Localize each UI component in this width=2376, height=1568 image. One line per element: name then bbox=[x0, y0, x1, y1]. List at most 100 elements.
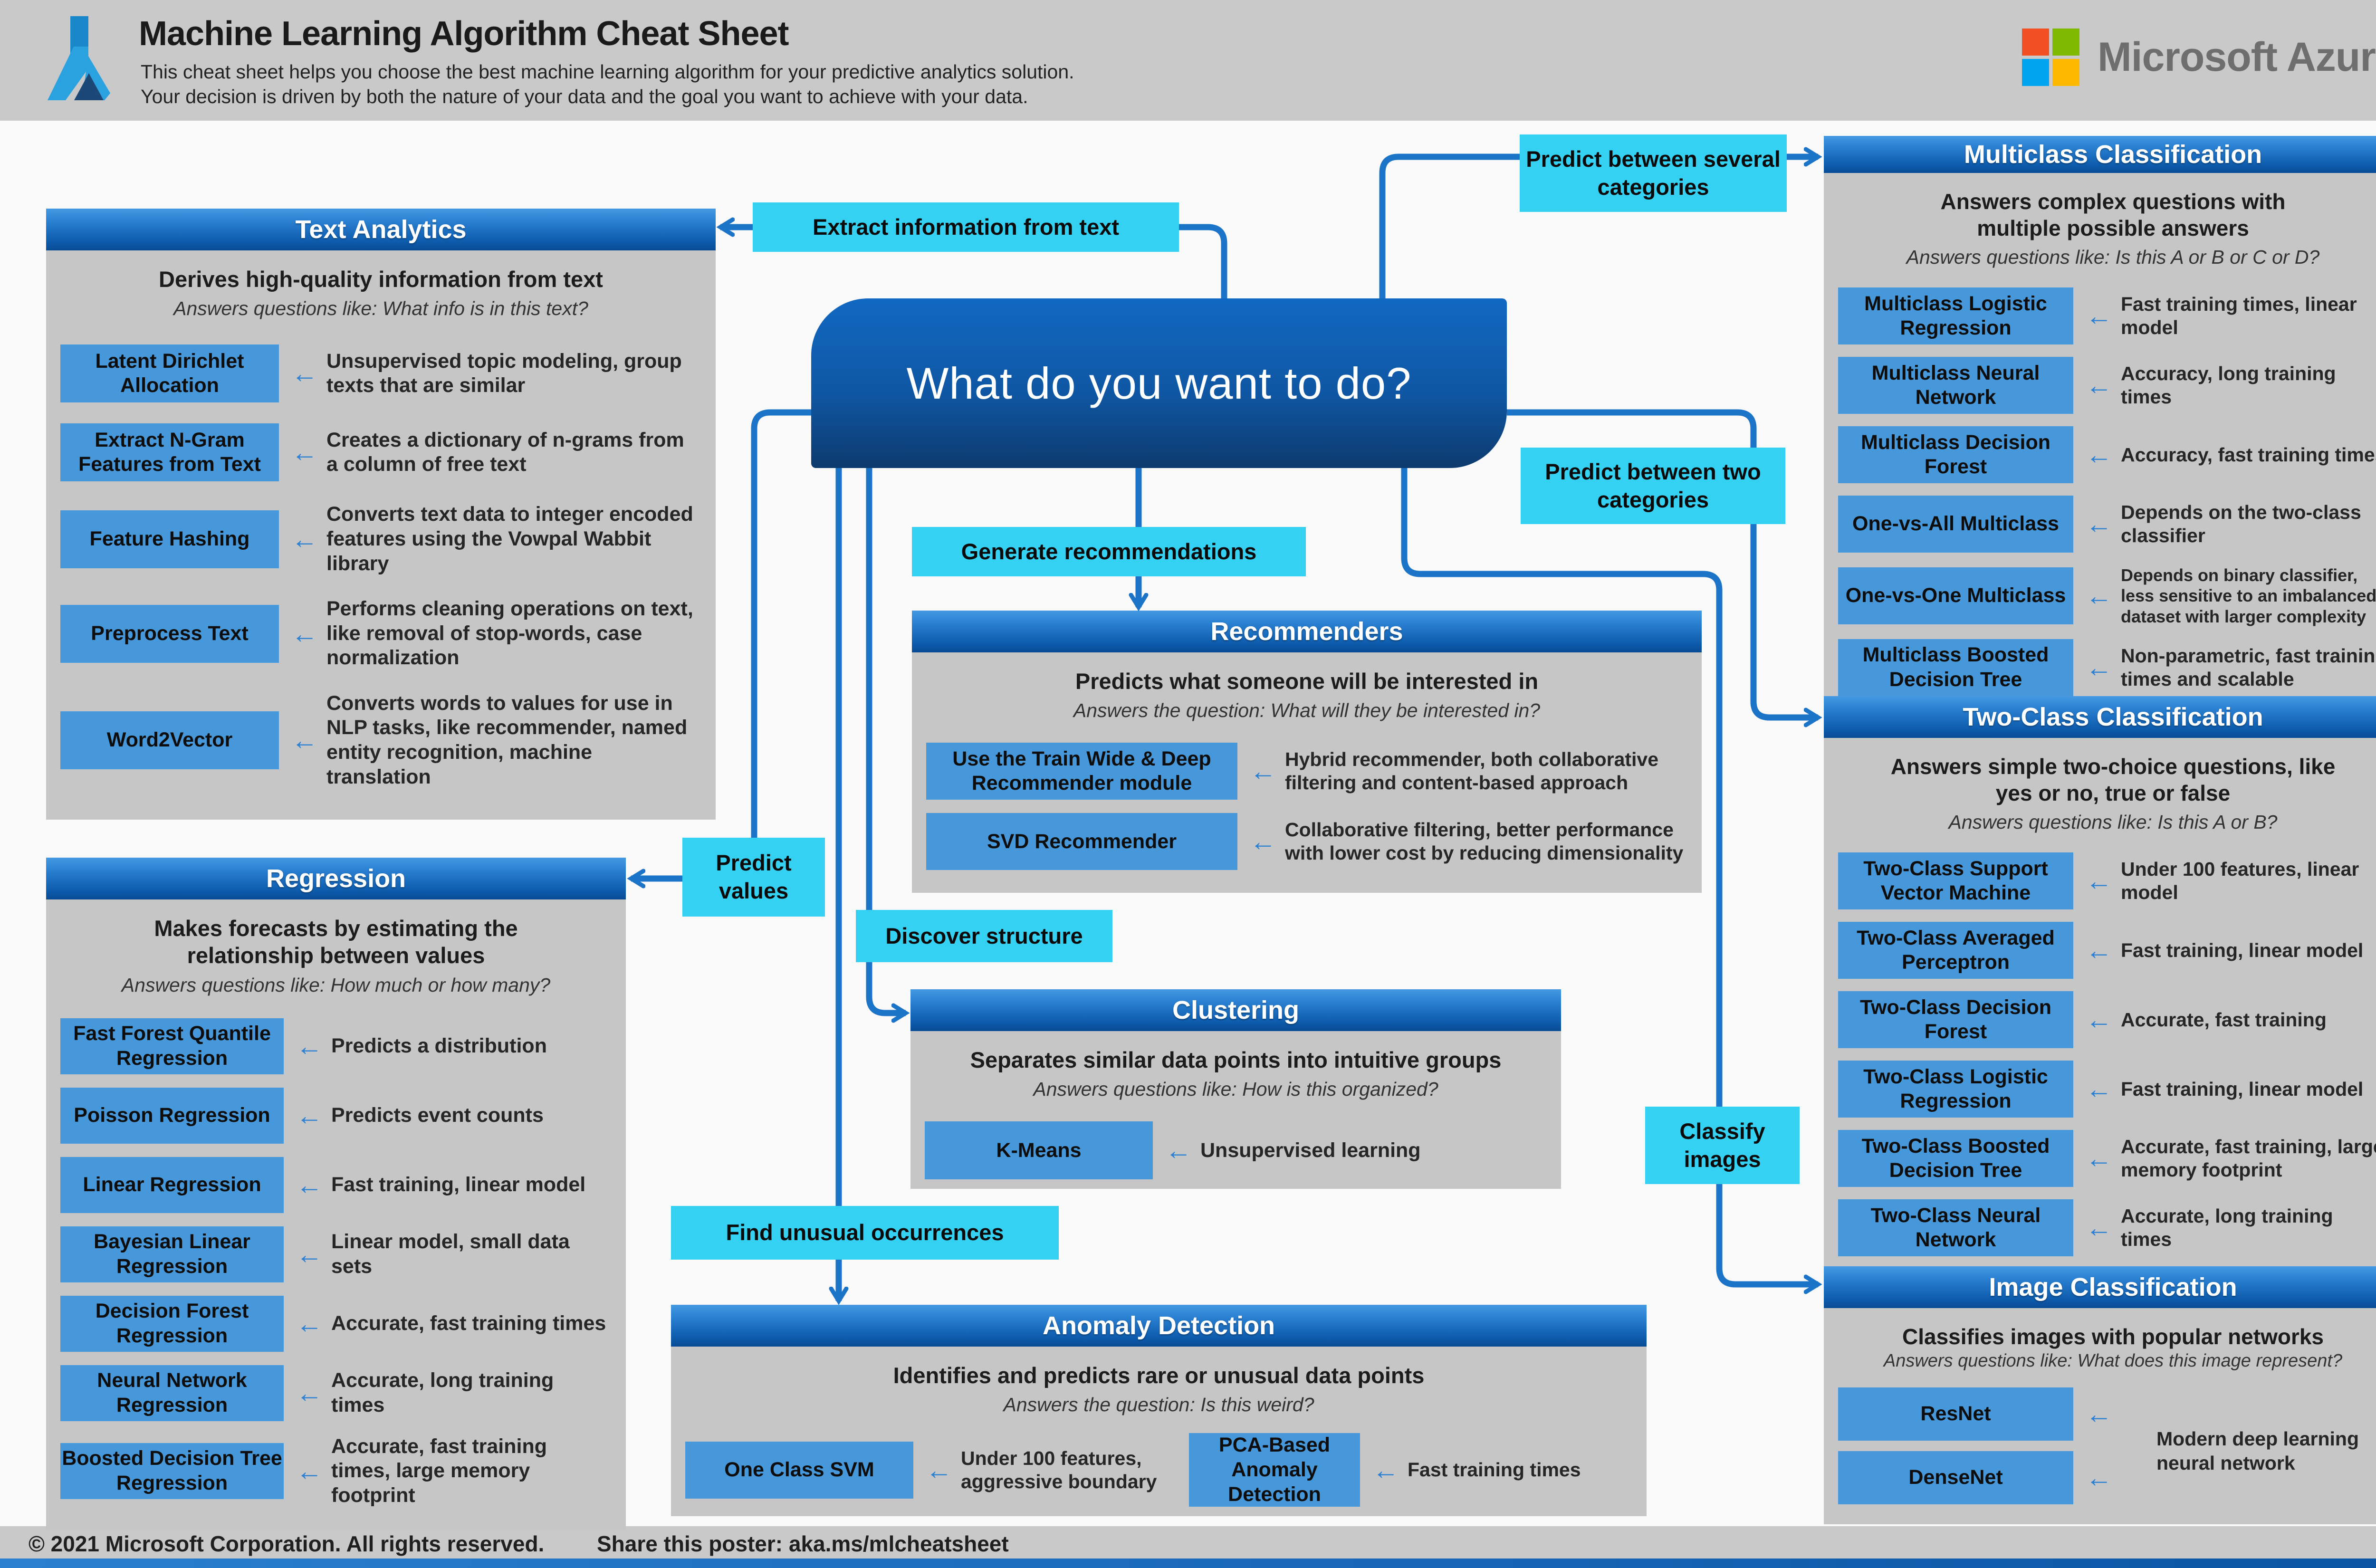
left-arrow-icon: ← bbox=[2086, 1143, 2112, 1174]
chip-one-vs-one-multiclass[interactable]: One-vs-One Multiclass bbox=[1838, 567, 2073, 624]
left-arrow-icon: ← bbox=[2086, 1074, 2112, 1104]
panel-question: Answers questions like: How much or how … bbox=[121, 974, 551, 996]
chip-poisson-regression[interactable]: Poisson Regression bbox=[60, 1087, 284, 1144]
chip-pca-based-anomaly-detection[interactable]: PCA-Based Anomaly Detection bbox=[1189, 1433, 1360, 1507]
algorithm-row: Two-Class Decision Forest ← Accurate, fa… bbox=[1838, 991, 2376, 1049]
chip-two-class-logistic-regression[interactable]: Two-Class Logistic Regression bbox=[1838, 1061, 2073, 1118]
chip-boosted-decision-tree-regression[interactable]: Boosted Decision Tree Regression bbox=[60, 1443, 284, 1500]
algorithm-desc: Collaborative filtering, better performa… bbox=[1285, 819, 1684, 864]
algorithm-desc: Fast training, linear model bbox=[2121, 1078, 2364, 1100]
chip-fast-forest-quantile-regression[interactable]: Fast Forest Quantile Regression bbox=[60, 1018, 284, 1074]
chip-k-means[interactable]: K-Means bbox=[925, 1121, 1153, 1180]
algorithm-desc: Accurate, fast training times bbox=[331, 1311, 606, 1335]
decision-label-predict-between-two-categories[interactable]: Predict between two categories bbox=[1521, 448, 1785, 524]
header-bar: Machine Learning Algorithm Cheat Sheet T… bbox=[0, 0, 2376, 121]
algorithm-row: Extract N-Gram Features from Text ← Crea… bbox=[60, 423, 701, 482]
algorithm-row: Two-Class Logistic Regression ← Fast tra… bbox=[1838, 1061, 2376, 1118]
panel-question: Answers questions like: Is this A or B? bbox=[1948, 811, 2278, 833]
chip-multiclass-decision-forest[interactable]: Multiclass Decision Forest bbox=[1838, 426, 2073, 484]
algorithm-desc: Predicts event counts bbox=[331, 1103, 544, 1127]
decision-label-discover-structure[interactable]: Discover structure bbox=[856, 910, 1112, 962]
left-arrow-icon: ← bbox=[291, 437, 318, 468]
panel-heading: Answers simple two-choice questions, lik… bbox=[1890, 754, 2336, 806]
algorithm-desc: Depends on the two-class classifier bbox=[2121, 501, 2361, 547]
panel-question: Answers the question: What will they be … bbox=[1073, 699, 1541, 722]
panel-question: Answers the question: Is this weird? bbox=[1003, 1394, 1314, 1416]
panel-heading: Answers complex questions with multiple … bbox=[1940, 189, 2286, 241]
chip-preprocess-text[interactable]: Preprocess Text bbox=[60, 604, 279, 663]
chip-neural-network-regression[interactable]: Neural Network Regression bbox=[60, 1365, 284, 1421]
left-arrow-icon: ← bbox=[1165, 1135, 1192, 1166]
algorithm-desc: Fast training times bbox=[1408, 1459, 1581, 1481]
chip-two-class-neural-network[interactable]: Two-Class Neural Network bbox=[1838, 1199, 2073, 1257]
algorithm-desc: Accurate, fast training times, large mem… bbox=[331, 1434, 547, 1507]
algorithm-row: Fast Forest Quantile Regression ← Predic… bbox=[60, 1018, 612, 1074]
panel-title-anomaly-detection: Anomaly Detection bbox=[671, 1305, 1647, 1347]
chip-svd-recommender[interactable]: SVD Recommender bbox=[926, 813, 1237, 870]
algorithm-desc: Under 100 features, linear model bbox=[2121, 858, 2359, 904]
chip-feature-hashing[interactable]: Feature Hashing bbox=[60, 510, 279, 568]
chip-latent-dirichlet-allocation[interactable]: Latent Dirichlet Allocation bbox=[60, 344, 279, 403]
decision-label-predict-between-several-categories[interactable]: Predict between several categories bbox=[1520, 134, 1787, 212]
footer-bar: © 2021 Microsoft Corporation. All rights… bbox=[0, 1526, 2376, 1558]
panel-heading: Classifies images with popular networks bbox=[1902, 1324, 2324, 1349]
algorithm-row: ResNet ← bbox=[1838, 1387, 2376, 1441]
decision-label-generate-recommendations[interactable]: Generate recommendations bbox=[912, 527, 1306, 576]
left-arrow-icon: ← bbox=[296, 1031, 323, 1061]
chip-train-wide-and-deep-recommender[interactable]: Use the Train Wide & Deep Recommender mo… bbox=[926, 743, 1237, 800]
chip-one-vs-all-multiclass[interactable]: One-vs-All Multiclass bbox=[1838, 496, 2073, 553]
algorithm-row: Word2Vector ← Converts words to values f… bbox=[60, 691, 701, 789]
panel-question: Answers questions like: What does this i… bbox=[1883, 1351, 2343, 1371]
panel-title-image-classification: Image Classification bbox=[1824, 1266, 2376, 1308]
algorithm-row: SVD Recommender ← Collaborative filterin… bbox=[926, 813, 1687, 870]
chip-resnet[interactable]: ResNet bbox=[1838, 1387, 2073, 1441]
chip-word2vector[interactable]: Word2Vector bbox=[60, 711, 279, 770]
chip-multiclass-neural-network[interactable]: Multiclass Neural Network bbox=[1838, 357, 2073, 414]
chip-densenet[interactable]: DenseNet bbox=[1838, 1451, 2073, 1505]
algorithm-row: Linear Regression ← Fast training, linea… bbox=[60, 1157, 612, 1213]
algorithm-row: Two-Class Boosted Decision Tree ← Accura… bbox=[1838, 1130, 2376, 1187]
brand-name: Microsoft Azure bbox=[2098, 34, 2376, 80]
chip-decision-forest-regression[interactable]: Decision Forest Regression bbox=[60, 1295, 284, 1352]
left-arrow-icon: ← bbox=[2086, 440, 2112, 470]
chip-multiclass-logistic-regression[interactable]: Multiclass Logistic Regression bbox=[1838, 287, 2073, 345]
left-arrow-icon: ← bbox=[296, 1377, 323, 1408]
left-arrow-icon: ← bbox=[2086, 866, 2112, 896]
decision-label-classify-images[interactable]: Classify images bbox=[1645, 1107, 1800, 1184]
chip-two-class-averaged-perceptron[interactable]: Two-Class Averaged Perceptron bbox=[1838, 922, 2073, 979]
left-arrow-icon: ← bbox=[296, 1456, 323, 1486]
panel-text-analytics: Text Analytics Derives high-quality info… bbox=[46, 209, 716, 820]
algorithm-row: Decision Forest Regression ← Accurate, f… bbox=[60, 1295, 612, 1352]
chip-two-class-decision-forest[interactable]: Two-Class Decision Forest bbox=[1838, 991, 2073, 1049]
chip-bayesian-linear-regression[interactable]: Bayesian Linear Regression bbox=[60, 1226, 284, 1282]
algorithm-desc: Fast training, linear model bbox=[331, 1173, 586, 1196]
algorithm-row: Two-Class Support Vector Machine ← Under… bbox=[1838, 852, 2376, 910]
panel-two-class-classification: Two-Class Classification Answers simple … bbox=[1824, 696, 2376, 1279]
algorithm-desc: Unsupervised topic modeling, group texts… bbox=[326, 349, 682, 397]
ms-square-red bbox=[2022, 29, 2049, 56]
chip-multiclass-boosted-decision-tree[interactable]: Multiclass Boosted Decision Tree bbox=[1838, 639, 2073, 696]
footer-accent-strip bbox=[0, 1558, 2376, 1568]
left-arrow-icon: ← bbox=[291, 725, 318, 755]
chip-linear-regression[interactable]: Linear Regression bbox=[60, 1157, 284, 1213]
chip-extract-n-gram-features-from-text[interactable]: Extract N-Gram Features from Text bbox=[60, 423, 279, 482]
algorithm-desc: Accurate, long training times bbox=[331, 1369, 554, 1416]
chip-two-class-support-vector-machine[interactable]: Two-Class Support Vector Machine bbox=[1838, 852, 2073, 910]
decision-label-find-unusual-occurrences[interactable]: Find unusual occurrences bbox=[671, 1206, 1059, 1260]
algorithm-desc: Predicts a distribution bbox=[331, 1034, 547, 1057]
chip-two-class-boosted-decision-tree[interactable]: Two-Class Boosted Decision Tree bbox=[1838, 1130, 2073, 1187]
panel-title-recommenders: Recommenders bbox=[912, 611, 1702, 652]
decision-label-predict-values[interactable]: Predict values bbox=[682, 838, 825, 917]
left-arrow-icon: ← bbox=[291, 358, 318, 389]
algorithm-row: One Class SVM ← Under 100 features, aggr… bbox=[685, 1433, 1632, 1507]
ms-square-blue bbox=[2022, 59, 2049, 86]
share-link[interactable]: Share this poster: aka.ms/mlcheatsheet bbox=[597, 1531, 1009, 1556]
page-title: Machine Learning Algorithm Cheat Sheet bbox=[139, 15, 789, 53]
algorithm-desc: Fast training, linear model bbox=[2121, 939, 2364, 961]
left-arrow-icon: ← bbox=[296, 1308, 323, 1339]
chip-one-class-svm[interactable]: One Class SVM bbox=[685, 1441, 913, 1499]
algorithm-desc: Hybrid recommender, both collaborative f… bbox=[1285, 748, 1659, 794]
algorithm-desc: Performs cleaning operations on text, li… bbox=[326, 597, 693, 669]
decision-label-extract-information-from-text[interactable]: Extract information from text bbox=[753, 202, 1179, 252]
panel-heading: Predicts what someone will be interested… bbox=[1075, 669, 1539, 694]
